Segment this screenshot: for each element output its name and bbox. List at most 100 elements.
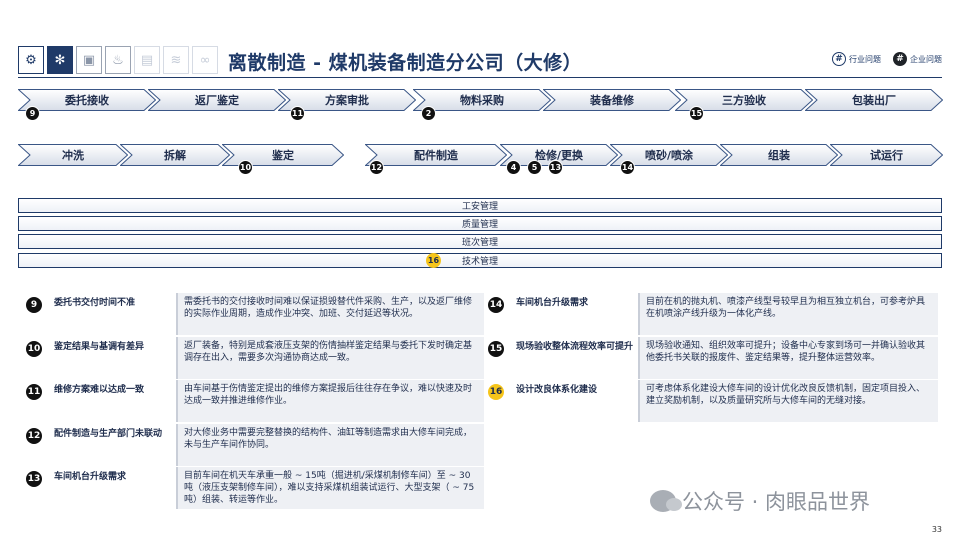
legend-industry: # 行业问题: [832, 52, 881, 66]
chevron-label: 三方验收: [722, 94, 766, 107]
header-divider: [18, 77, 942, 78]
issue-badge-15[interactable]: 15: [689, 106, 704, 121]
gears-icon[interactable]: ✻: [47, 46, 73, 74]
chevron-main-6[interactable]: 三方验收: [675, 89, 813, 111]
issue-badge-2[interactable]: 2: [421, 106, 436, 121]
issue-badge-11[interactable]: 11: [290, 106, 305, 121]
robot-arm-icon[interactable]: ⚙︎: [18, 46, 44, 74]
chevron-shape: [148, 89, 286, 111]
issue-number: 10: [26, 341, 42, 357]
issue-badge-9[interactable]: 9: [25, 106, 40, 121]
cabinet-icon[interactable]: ▤: [134, 46, 160, 74]
wechat-icon: [650, 490, 682, 512]
issue-badge-4[interactable]: 4: [506, 160, 521, 175]
chevron-sub-right-3[interactable]: 喷砂/喷涂: [610, 144, 728, 166]
issue-number: 14: [488, 297, 504, 313]
management-label: 技术管理: [461, 257, 498, 267]
management-label: 质量管理: [461, 220, 498, 230]
chevron-shape: [830, 144, 943, 166]
chevron-main-7[interactable]: 包装出厂: [805, 89, 943, 111]
issue-badge-14[interactable]: 14: [620, 160, 635, 175]
chevron-shape: [18, 89, 156, 111]
issue-row-16: 16 设计改良体系化建设 可考虑体系化建设大修车间的设计优化改良反馈机制，固定项…: [480, 380, 942, 422]
management-bar-shift: 班次管理: [18, 234, 942, 249]
issue-title: 车间机台升级需求: [54, 472, 127, 482]
chevron-label: 拆解: [164, 149, 186, 162]
issue-title: 维修方案难以达成一致: [54, 385, 145, 395]
page-number: 33: [931, 525, 942, 534]
chevron-shape: [720, 144, 838, 166]
issue-row-11: 11 维修方案难以达成一致 由车间基于伤情鉴定提出的维修方案提报后往往存在争议，…: [18, 380, 484, 422]
watermark-text: 公众号 · 肉眼品世界: [682, 490, 871, 514]
issue-description: 目前在机的抛丸机、喷漆产线型号较早且为相互独立机台，可参考炉具在机喷涂产线升级为…: [638, 293, 938, 335]
issue-description: 返厂装备，特别是成套液压支架的伤情抽样鉴定结果与委托下发时确定基调存在出入，需要…: [176, 337, 484, 379]
issue-description: 需委托书的交付接收时间难以保证损毁替代件采购、生产，以及返厂维修的实际作业周期，…: [176, 293, 484, 335]
issue-description: 目前车间在机天车承重一般 ~ 15吨（掘进机/采煤机制修车间）至 ~ 30吨（液…: [176, 467, 484, 509]
chevron-label: 冲洗: [62, 149, 84, 162]
issue-title: 设计改良体系化建设: [516, 385, 598, 395]
flame-icon[interactable]: ♨: [105, 46, 131, 74]
chevron-sub-right-1[interactable]: 配件制造: [365, 144, 507, 166]
chevron-main-2[interactable]: 返厂鉴定: [148, 89, 286, 111]
issue-number: 12: [26, 428, 42, 444]
legend-company-label: 企业问题: [910, 54, 942, 64]
chevron-shape: [413, 89, 551, 111]
management-bar-safety: 工安管理: [18, 198, 942, 213]
chevron-label: 物料采购: [460, 94, 504, 107]
chevron-sub-left-1[interactable]: 冲洗: [18, 144, 128, 166]
issue-badge-16[interactable]: 16: [426, 253, 441, 268]
chevron-shape: [120, 144, 230, 166]
chevron-sub-left-3[interactable]: 鉴定: [222, 144, 344, 166]
chevron-shape: [675, 89, 813, 111]
issue-title: 现场验收整体流程效率可提升: [516, 342, 634, 352]
hash-filled-icon: #: [893, 52, 907, 66]
issue-number: 16: [488, 384, 504, 400]
issue-row-12: 12 配件制造与生产部门未联动 对大修业务中需要完整替换的结构件、油缸等制造需求…: [18, 424, 484, 466]
chevron-label: 组装: [768, 149, 790, 162]
chevron-shape: [365, 144, 507, 166]
issue-title: 委托书交付时间不准: [54, 298, 136, 308]
issue-row-13: 13 车间机台升级需求 目前车间在机天车承重一般 ~ 15吨（掘进机/采煤机制修…: [18, 467, 484, 509]
issue-number: 11: [26, 384, 42, 400]
hash-outline-icon: #: [832, 52, 846, 66]
chevron-label: 装备维修: [590, 94, 634, 107]
chevron-sub-left-2[interactable]: 拆解: [120, 144, 230, 166]
chevron-shape: [278, 89, 416, 111]
issue-title: 鉴定结果与基调有差异: [54, 342, 145, 352]
issue-description: 由车间基于伤情鉴定提出的维修方案提报后往往存在争议，难以快速及时达成一致并推进维…: [176, 380, 484, 422]
chevron-shape: [222, 144, 344, 166]
chain-icon[interactable]: ∞: [192, 46, 218, 74]
management-bar-tech: 技术管理: [18, 253, 942, 268]
issue-badge-12[interactable]: 12: [369, 160, 384, 175]
chevron-shape: [610, 144, 728, 166]
chevron-shape: [805, 89, 943, 111]
chevron-label: 返厂鉴定: [195, 94, 239, 107]
issue-badge-13[interactable]: 13: [548, 160, 563, 175]
chevron-label: 配件制造: [414, 149, 458, 162]
machine-icon[interactable]: ▣: [76, 46, 102, 74]
waves-icon[interactable]: ≋: [163, 46, 189, 74]
chevron-main-5[interactable]: 装备维修: [543, 89, 681, 111]
issue-number: 9: [26, 297, 42, 313]
watermark: 公众号 · 肉眼品世界: [650, 486, 870, 516]
legend: # 行业问题 # 企业问题: [832, 52, 942, 66]
issue-row-14: 14 车间机台升级需求 目前在机的抛丸机、喷漆产线型号较早且为相互独立机台，可参…: [480, 293, 942, 335]
chevron-shape: [543, 89, 681, 111]
slide-header: ⚙︎ ✻ ▣ ♨ ▤ ≋ ∞ 离散制造 - 煤机装备制造分公司（大修） # 行业…: [18, 44, 942, 78]
issue-badge-10[interactable]: 10: [238, 160, 253, 175]
chevron-main-3[interactable]: 方案审批: [278, 89, 416, 111]
chevron-main-4[interactable]: 物料采购: [413, 89, 551, 111]
issue-description: 现场验收通知、组织效率可提升；设备中心专家到场可一并确认验收其他委托书关联的报废…: [638, 337, 938, 379]
industry-icon-strip: ⚙︎ ✻ ▣ ♨ ▤ ≋ ∞: [18, 46, 218, 74]
chevron-sub-right-5[interactable]: 试运行: [830, 144, 943, 166]
page-title: 离散制造 - 煤机装备制造分公司（大修）: [228, 52, 583, 74]
chevron-label: 方案审批: [325, 94, 369, 107]
chevron-main-1[interactable]: 委托接收: [18, 89, 156, 111]
chevron-label: 检修/更换: [534, 149, 584, 162]
issue-number: 15: [488, 341, 504, 357]
management-bar-quality: 质量管理: [18, 216, 942, 231]
chevron-sub-right-4[interactable]: 组装: [720, 144, 838, 166]
management-label: 班次管理: [461, 238, 498, 248]
issue-badge-5[interactable]: 5: [527, 160, 542, 175]
management-label: 工安管理: [461, 202, 498, 212]
